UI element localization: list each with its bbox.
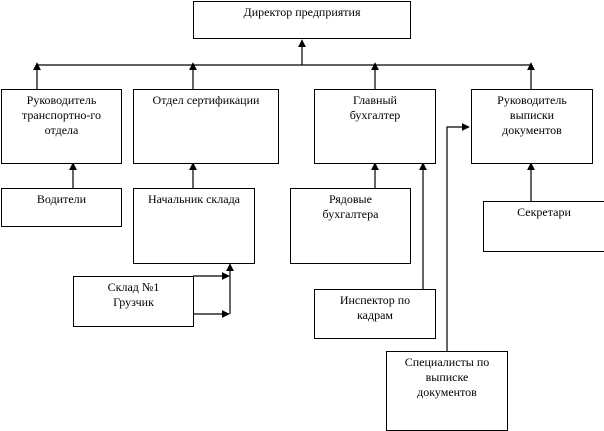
- node-accountants: Рядовые бухгалтера: [290, 188, 411, 264]
- node-label: Руководитель транспортно-го отдела: [21, 93, 101, 137]
- node-label: Водители: [36, 192, 87, 206]
- node-director: Директор предприятия: [193, 1, 411, 39]
- node-label: Инспектор по кадрам: [339, 293, 411, 322]
- node-label: Секретари: [517, 205, 571, 219]
- node-label: Склад №1 Грузчик: [107, 280, 160, 309]
- node-warehouse1: Склад №1 Грузчик: [73, 276, 194, 327]
- node-label: Начальник склада: [147, 192, 240, 206]
- node-label: Отдел сертификации: [152, 93, 260, 107]
- node-label: Рядовые бухгалтера: [322, 192, 379, 221]
- node-docs-specialists: Специалисты по выписке документов: [386, 351, 508, 431]
- node-label: Специалисты по выписке документов: [404, 355, 490, 399]
- node-drivers: Водители: [1, 188, 122, 227]
- node-transport-head: Руководитель транспортно-го отдела: [1, 89, 122, 164]
- connector-docs-specialists: [446, 123, 470, 351]
- node-hr-inspector: Инспектор по кадрам: [314, 289, 436, 339]
- node-docs-head: Руководитель выписки документов: [471, 89, 593, 164]
- node-secretaries: Секретари: [483, 201, 604, 252]
- node-label: Директор предприятия: [243, 5, 361, 19]
- node-chief-accountant: Главный бухгалтер: [314, 89, 436, 164]
- node-certification: Отдел сертификации: [133, 89, 279, 164]
- node-label: Руководитель выписки документов: [497, 93, 567, 137]
- node-warehouse-head: Начальник склада: [133, 188, 255, 264]
- node-label: Главный бухгалтер: [349, 93, 401, 122]
